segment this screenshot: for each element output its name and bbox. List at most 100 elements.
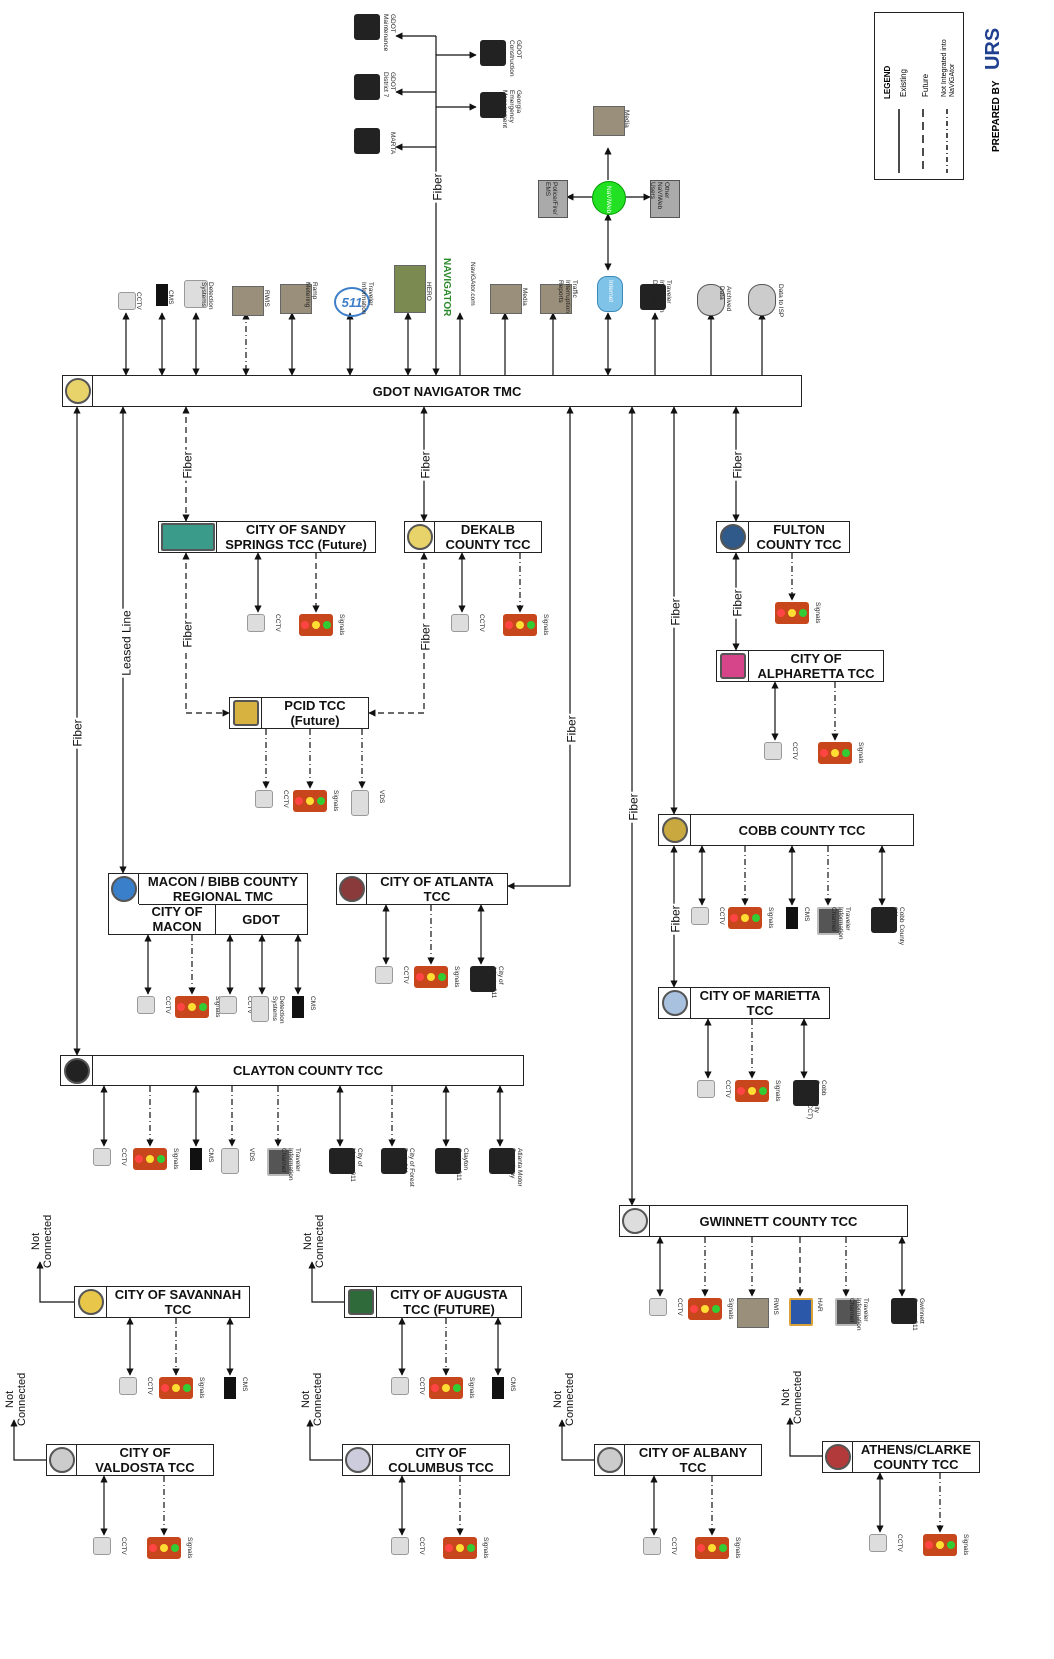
device-label: Signals [482,1537,489,1558]
center-title: CITY OF VALDOSTA TCC [77,1445,213,1475]
cobb-county-tcc[interactable]: COBB COUNTY TCC [658,814,914,846]
device-cms [292,996,304,1018]
albany-tcc[interactable]: CITY OF ALBANY TCC [594,1444,762,1476]
traffic-signal-icon [299,614,333,636]
legend-not-integrated: Not Integrated into NaViGAtor [941,17,957,97]
device-label: City of Atlanta 911 [490,966,504,998]
marietta-seal-icon [659,988,691,1018]
agency-label: GDOT Maintenance [382,14,396,51]
alpharetta-logo-icon [717,651,749,681]
urs-logo: URS [982,28,1004,70]
traffic-signal-icon [818,742,852,764]
device-label: CCTV [791,742,798,760]
device-label: Signals [542,614,549,635]
not-connected-label: Not Connected [4,1373,28,1426]
prepared-by: PREPARED BY URS [982,28,1005,152]
device-signals [159,1377,193,1399]
atlanta-tcc[interactable]: CITY OF ATLANTA TCC [336,873,508,905]
traffic-signal-icon [503,614,537,636]
computer-icon [354,74,380,100]
device-cctv [691,907,709,925]
gwinnett-county-tcc[interactable]: GWINNETT COUNTY TCC [619,1205,908,1237]
sandy-springs-tcc[interactable]: CITY OF SANDY SPRINGS TCC (Future) [158,521,376,553]
device-label: Detection Systems [271,996,285,1023]
police-label: Police/Fire/ EMS [544,182,558,215]
center-title: CITY OF ATLANTA TCC [367,874,507,904]
traffic-signal-icon [147,1537,181,1559]
input-label: CMS [167,290,174,304]
center-title: CITY OF ALPHARETTA TCC [749,651,883,681]
device-label: CMS [207,1148,214,1162]
alpharetta-tcc[interactable]: CITY OF ALPHARETTA TCC [716,650,884,682]
device-label: CCTV [282,790,289,808]
device-label: CCTV [402,966,409,984]
center-title: CITY OF COLUMBUS TCC [373,1445,509,1475]
cms-sign-icon [786,907,798,929]
fulton-seal-icon [717,522,749,552]
device-label: HAR [816,1298,823,1312]
device-har [789,1298,813,1326]
cctv-camera-icon [137,996,155,1014]
athens-clarke-tcc[interactable]: ATHENS/CLARKE COUNTY TCC [822,1441,980,1473]
device-label: Signals [453,966,460,987]
fiber-label: Fiber [181,449,195,480]
center-title: CLAYTON COUNTY TCC [93,1056,523,1085]
cctv-camera-icon [255,790,273,808]
device-cms [492,1377,504,1399]
hero-icon [394,265,426,313]
savannah-tcc[interactable]: CITY OF SAVANNAH TCC [74,1286,250,1318]
isp-disk-icon [748,284,776,316]
device-label: Signals [727,1298,734,1319]
device-label: CMS [803,907,810,921]
internet-label: Internet [607,280,614,302]
device-label: CCTV [418,1377,425,1395]
gdot-seal-icon [63,376,93,406]
clayton-seal-icon [61,1056,93,1085]
device-detection [251,996,269,1022]
center-title: GWINNETT COUNTY TCC [650,1206,907,1236]
cctv-camera-icon [375,966,393,984]
cctv-camera-icon [119,1377,137,1395]
augusta-tcc[interactable]: CITY OF AUGUSTA TCC (FUTURE) [344,1286,522,1318]
device-cctv [869,1534,887,1552]
albany-seal-icon [595,1445,625,1475]
valdosta-tcc[interactable]: CITY OF VALDOSTA TCC [46,1444,214,1476]
device-label: Traveler Information Channel [848,1298,869,1331]
gdot-navigator-tmc[interactable]: GDOT NAVIGATOR TMC [62,375,802,407]
traffic-signal-icon [735,1080,769,1102]
device-signals [414,966,448,988]
center-title: FULTON COUNTY TCC [749,522,849,552]
columbus-tcc[interactable]: CITY OF COLUMBUS TCC [342,1444,510,1476]
device-cms [190,1148,202,1170]
pcid-tcc[interactable]: PCID TCC (Future) [229,697,369,729]
device-label: CMS [509,1377,516,1391]
device-label: City of Forest Park 911 [401,1148,415,1187]
atlanta-seal-icon [337,874,367,904]
dekalb-county-tcc[interactable]: DEKALB COUNTY TCC [404,521,542,553]
device-cctv [391,1537,409,1555]
macon-seal-icon [109,874,139,904]
device-label: Signals [774,1080,781,1101]
macon-bibb-tmc[interactable]: MACON / BIBB COUNTY REGIONAL TMC CITY OF… [108,873,308,935]
clayton-county-tcc[interactable]: CLAYTON COUNTY TCC [60,1055,524,1086]
media-label: Media [623,110,630,128]
legend-existing: Existing [899,69,908,97]
har-sign-icon [789,1298,813,1326]
traffic-signal-icon [293,790,327,812]
cctv-camera-icon [697,1080,715,1098]
device-label: City of Morrow 911 [349,1148,363,1182]
marietta-tcc[interactable]: CITY OF MARIETTA TCC [658,987,830,1019]
fulton-county-tcc[interactable]: FULTON COUNTY TCC [716,521,850,553]
device-label: CCTV [120,1148,127,1166]
device-label: Cobb County 911 [891,907,905,945]
center-title: ATHENS/CLARKE COUNTY TCC [853,1442,979,1472]
device-label: CMS [241,1377,248,1391]
center-title: CITY OF AUGUSTA TCC (FUTURE) [377,1287,521,1317]
center-title: DEKALB COUNTY TCC [435,522,541,552]
input-label: Traveler Information [360,282,374,315]
cms-sign-icon [292,996,304,1018]
device-signals [299,614,333,636]
traffic-signal-icon [133,1148,167,1170]
input-label: Detection Systems [200,282,214,309]
device-label: CCTV [120,1537,127,1555]
